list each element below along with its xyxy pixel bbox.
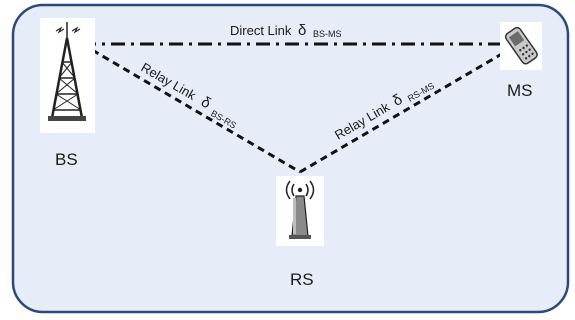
direct-link-label: Direct Link δ BS-MS — [230, 22, 342, 39]
ms-label: MS — [507, 81, 533, 100]
relay-link-rs-ms-line — [299, 46, 513, 174]
relay-antenna-icon — [276, 176, 324, 246]
bs-label: BS — [55, 150, 78, 169]
cell-tower-icon — [40, 18, 95, 133]
relay-link-bs-rs-line — [81, 42, 301, 174]
mobile-phone-icon — [500, 22, 542, 70]
diagram-panel — [11, 3, 570, 314]
rs-label: RS — [290, 270, 314, 289]
